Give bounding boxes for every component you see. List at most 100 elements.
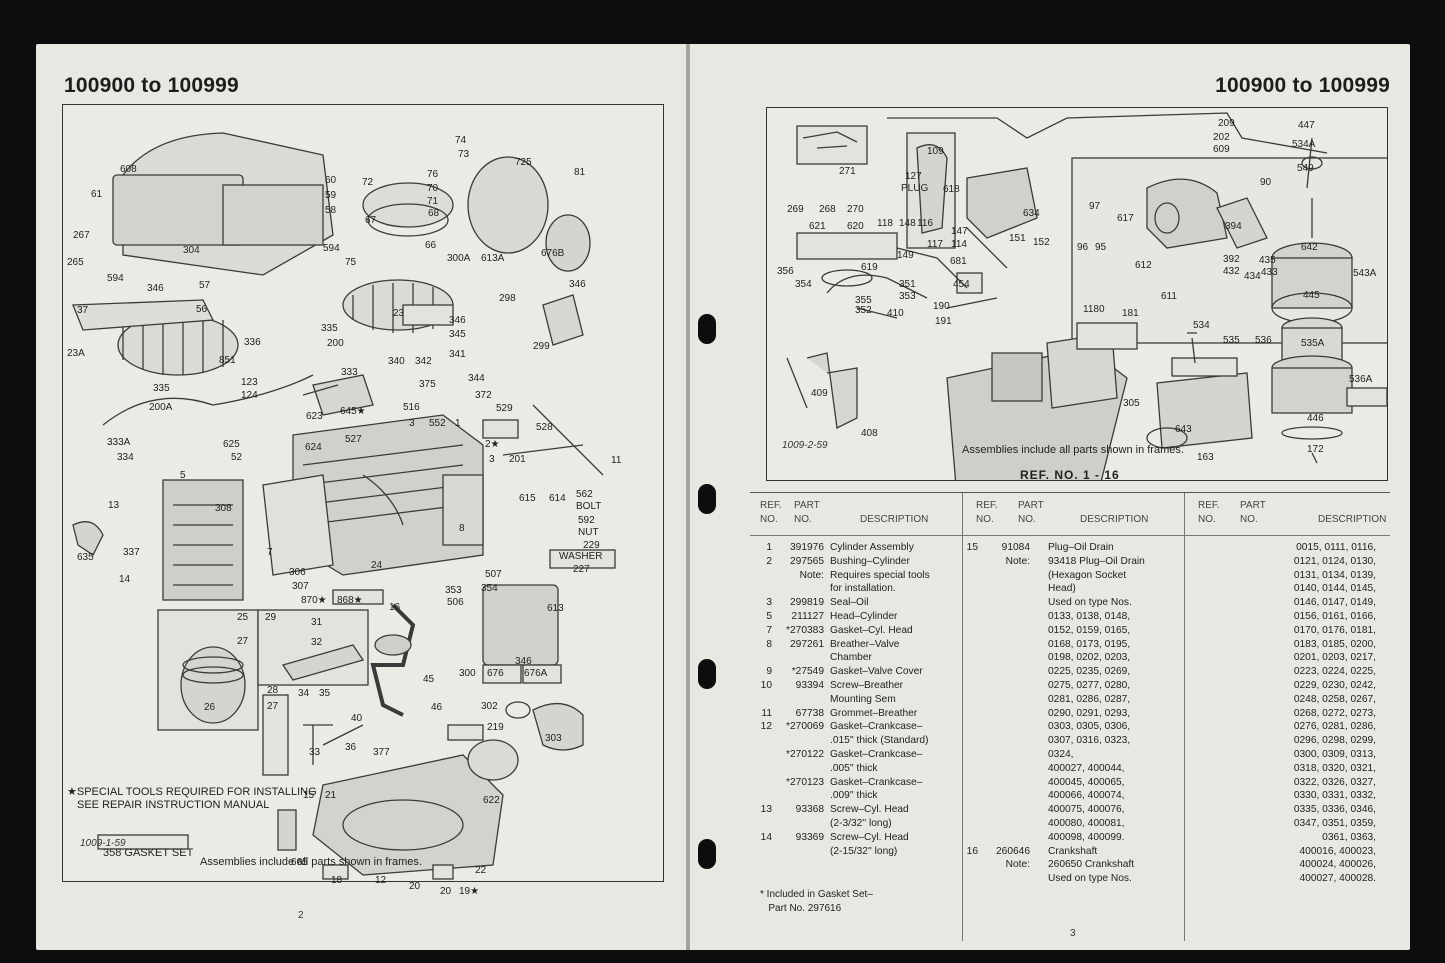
callout-label: 34	[298, 688, 310, 699]
type-numbers-line: 0335, 0336, 0346,	[1293, 804, 1376, 816]
callout-label: 353	[899, 291, 916, 302]
callout-label: 643	[1175, 424, 1192, 435]
part-no-cell: *270122	[786, 749, 824, 760]
callout-label: 202	[1213, 132, 1230, 143]
part-no-cell: 91084	[1001, 542, 1030, 553]
type-numbers-line: 0268, 0272, 0273,	[1293, 707, 1376, 719]
description-cell: Requires special tools	[830, 569, 930, 581]
callout-label: 516	[403, 402, 420, 413]
description-cell: Used on type Nos.	[1048, 873, 1132, 885]
callout-label: 200	[327, 338, 344, 349]
part-no-cell: 391976	[790, 542, 824, 553]
callout-label: 615	[519, 493, 536, 504]
header-ref-no: REF. NO.	[1198, 500, 1220, 525]
left-page: 100900 to 100999	[36, 44, 686, 950]
callout-label: 76	[427, 169, 439, 180]
callout-label: 209	[1218, 118, 1235, 129]
type-numbers-line: 0318, 0320, 0321,	[1293, 762, 1376, 774]
callout-label: 446	[1307, 413, 1324, 424]
ref-no-cell: 2	[766, 555, 772, 567]
callout-label: 409	[811, 388, 828, 399]
callout-label: 58	[325, 205, 337, 216]
callout-label: 870★	[301, 595, 327, 606]
callout-label: 151	[1009, 233, 1026, 244]
description-cell: 260650 Crankshaft	[1048, 859, 1135, 871]
callout-label: 109	[927, 146, 944, 157]
callout-label: 16	[389, 602, 401, 613]
callout-label: 506	[447, 597, 464, 608]
type-numbers-line: 0296, 0298, 0299,	[1293, 735, 1376, 747]
callout-label: 353	[445, 585, 462, 596]
description-cell: 0303, 0305, 0306,	[1048, 721, 1131, 733]
callout-label: 148	[899, 218, 916, 229]
type-numbers-line: 0121, 0124, 0130,	[1293, 555, 1376, 567]
callout-label: 333	[341, 367, 358, 378]
description-cell: (2-3/32'' long)	[830, 818, 892, 829]
callout-label: 61	[91, 189, 103, 200]
description-cell: Seal–Oil	[830, 597, 869, 609]
type-numbers-line: 400016, 400023,	[1299, 845, 1376, 857]
right-figure-id: 1009-2-59	[782, 440, 828, 451]
callout-label: 346	[147, 283, 164, 294]
left-page-number: 2	[298, 910, 304, 921]
description-cell: 0133, 0138, 0148,	[1048, 611, 1131, 622]
callout-label: 149	[897, 250, 914, 261]
part-no-cell: 93394	[795, 680, 824, 691]
callout-label: 118	[877, 218, 893, 229]
right-figure-caption: Assemblies include all parts shown in fr…	[962, 444, 1184, 456]
part-no-cell: 93369	[795, 831, 824, 843]
callout-label: 1180	[1083, 304, 1105, 315]
callout-label: 3	[409, 418, 415, 429]
description-cell: 0290, 0291, 0293,	[1048, 707, 1131, 719]
callout-label: 3	[489, 454, 495, 465]
description-cell: 0198, 0202, 0203,	[1048, 652, 1131, 664]
right-page-number: 3	[1070, 928, 1076, 939]
right-page: 100900 to 100999	[690, 44, 1410, 950]
header-description: DESCRIPTION	[860, 514, 929, 525]
callout-label: 114	[951, 239, 967, 250]
callout-label: 335	[321, 323, 338, 334]
description-cell: 0275, 0277, 0280,	[1048, 680, 1131, 691]
callout-label: 445	[1303, 290, 1320, 301]
callout-label: 308	[215, 503, 232, 514]
description-cell: Breather–Valve	[830, 638, 900, 650]
type-numbers-line: 0300, 0309, 0313,	[1293, 749, 1376, 760]
type-numbers-line: 0248, 0258, 0267,	[1293, 693, 1376, 705]
callout-label: 434	[1244, 271, 1261, 282]
description-cell: 400098, 400099.	[1048, 831, 1125, 843]
callout-label: 336	[244, 337, 261, 348]
callout-label: 32	[311, 637, 323, 648]
callout-label: 74	[455, 135, 467, 146]
header-description: DESCRIPTION	[1318, 514, 1387, 525]
callout-label: 351	[899, 279, 916, 290]
callout-label: 19★	[459, 886, 480, 897]
type-numbers-line: 0361, 0363,	[1322, 831, 1376, 843]
callout-label: 507	[485, 569, 502, 580]
callout-label: 344	[468, 373, 485, 384]
callout-label: 35	[319, 688, 331, 699]
binder-hole	[698, 484, 716, 514]
footnote-line: * Included in Gasket Set–	[760, 889, 873, 900]
type-numbers-line: 0347, 0351, 0359,	[1293, 818, 1376, 829]
ref-no-cell: 15	[966, 542, 978, 553]
callout-label: 410	[887, 308, 904, 319]
description-cell: Gasket–Crankcase–	[830, 776, 923, 788]
callout-label: 594	[323, 243, 340, 254]
callout-label: NUT	[578, 527, 599, 538]
callout-label: 124	[241, 390, 258, 401]
callout-label: 642	[1301, 242, 1318, 253]
footnote-line: Part No. 297616	[760, 903, 842, 914]
callout-label: 13	[108, 500, 120, 511]
callout-label: 340	[388, 356, 405, 367]
description-cell: Screw–Breather	[830, 680, 904, 691]
header-part-no: PART NO.	[1018, 500, 1044, 525]
ref-no-cell: 5	[766, 611, 772, 622]
description-cell: Screw–Cyl. Head	[830, 804, 909, 816]
left-page-heading: 100900 to 100999	[64, 74, 239, 97]
gasket-set-label: 358 GASKET SET	[103, 847, 194, 859]
callout-label: 346	[449, 315, 466, 326]
callout-label: 614	[549, 493, 566, 504]
callout-label: 432	[1223, 266, 1240, 277]
callout-label: 40	[351, 713, 363, 724]
type-numbers-line: 0015, 0111, 0116,	[1296, 542, 1376, 553]
